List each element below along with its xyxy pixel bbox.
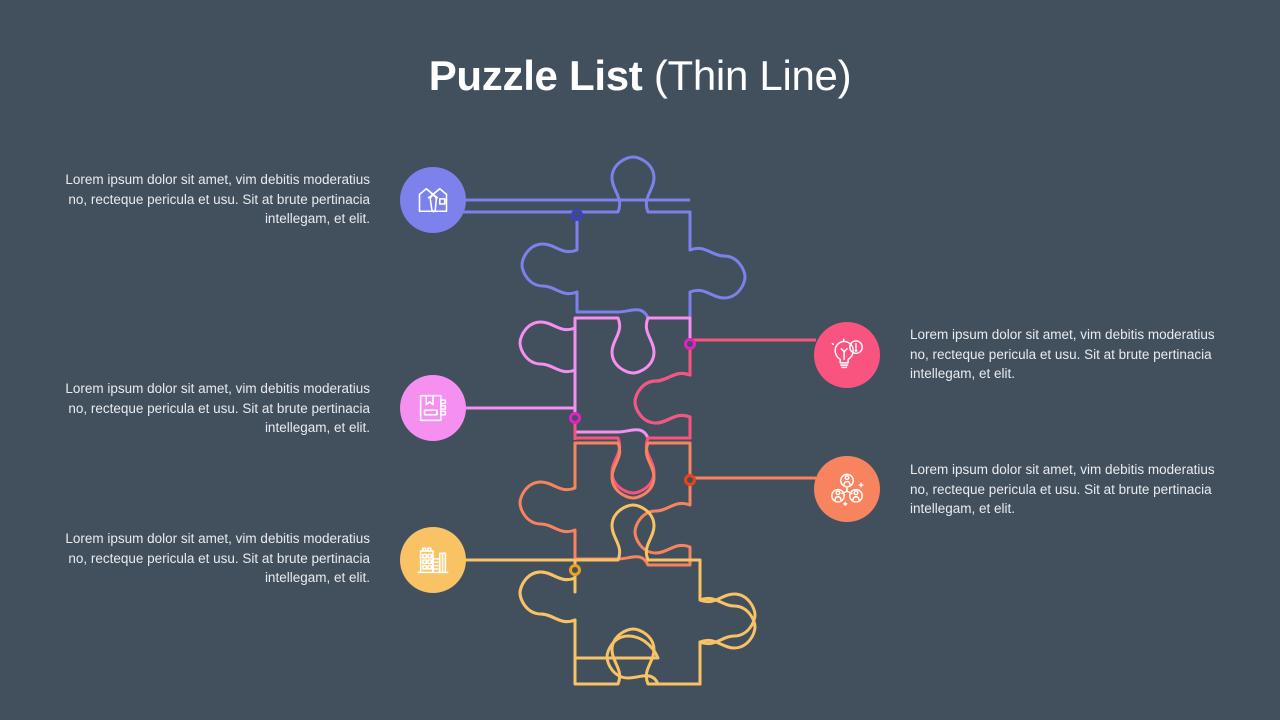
page-title: Puzzle List (Thin Line): [0, 48, 1280, 104]
page-title-light: (Thin Line): [653, 52, 852, 99]
description-5: Lorem ipsum dolor sit amet, vim debitis …: [65, 531, 370, 585]
piece-yellow-body: [518, 558, 757, 686]
piece-pink: [573, 338, 692, 495]
page-title-bold: Puzzle List: [428, 52, 643, 99]
description-1: Lorem ipsum dolor sit amet, vim debitis …: [65, 172, 370, 226]
city-buildings-icon: [417, 547, 449, 574]
dot-3: [569, 412, 581, 424]
piece-purple: [438, 155, 747, 320]
dot-4: [684, 474, 696, 486]
icon-badge-2[interactable]: [814, 322, 880, 388]
piece-yellow: [464, 503, 757, 686]
notebook-bookmark-icon: [419, 394, 447, 422]
icon-badge-5[interactable]: [400, 527, 466, 593]
connector-stubs: [573, 214, 692, 592]
dot-5: [569, 564, 581, 576]
shirt-tie-icon: [418, 187, 448, 213]
connector-lines: [466, 198, 816, 562]
icon-badge-1[interactable]: [400, 167, 466, 233]
piece-coral: [518, 441, 692, 567]
piece-magenta: [464, 316, 692, 440]
description-3: Lorem ipsum dolor sit amet, vim debitis …: [65, 381, 370, 435]
dot-2: [684, 338, 696, 350]
description-2: Lorem ipsum dolor sit amet, vim debitis …: [910, 327, 1215, 381]
lightbulb-idea-icon: [831, 338, 863, 369]
dot-1: [571, 209, 583, 221]
team-network-icon: [831, 473, 864, 507]
icon-badge-3[interactable]: [400, 375, 466, 441]
description-4: Lorem ipsum dolor sit amet, vim debitis …: [910, 462, 1215, 516]
icon-badge-4[interactable]: [814, 456, 880, 522]
connector-dots: [569, 209, 696, 576]
